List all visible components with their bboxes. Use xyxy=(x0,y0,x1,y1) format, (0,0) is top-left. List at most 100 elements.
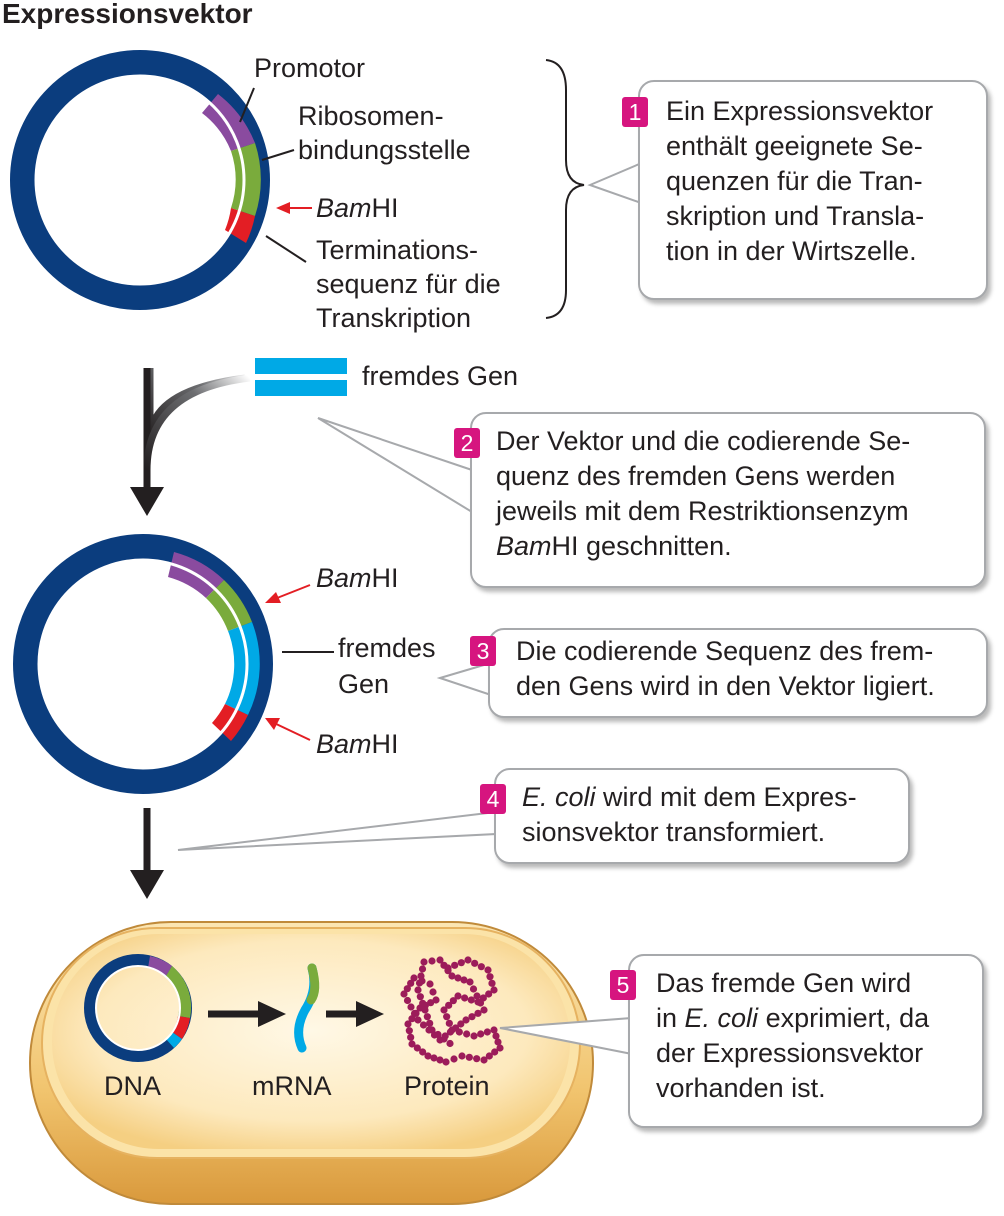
protein-bead xyxy=(465,1053,473,1061)
label-promotor: Promotor xyxy=(254,53,366,83)
label-rbs-line1: Ribosomen- xyxy=(298,101,444,131)
protein-bead xyxy=(410,1009,419,1018)
plasmid-1 xyxy=(10,50,270,310)
foreign-gene-bar-top xyxy=(255,358,347,374)
protein-bead xyxy=(483,1028,491,1036)
label-bamhi-3: BamHI xyxy=(316,729,399,759)
protein-bead xyxy=(407,1033,415,1041)
protein-bead xyxy=(408,1040,416,1048)
protein-bead xyxy=(450,1055,458,1063)
protein-bead xyxy=(434,1030,442,1039)
protein-bead xyxy=(463,1030,471,1038)
protein-bead xyxy=(454,992,462,1000)
protein-bead xyxy=(449,997,457,1005)
protein-bead xyxy=(446,1028,454,1036)
plasmid-small xyxy=(84,954,192,1062)
protein-bead xyxy=(414,1016,422,1024)
page-title: Expressionsvektor xyxy=(2,0,253,29)
protein-bead xyxy=(413,1044,421,1052)
protein-bead xyxy=(496,1044,504,1052)
protein-bead xyxy=(452,1024,460,1032)
protein-bead xyxy=(440,1035,448,1043)
protein-bead xyxy=(484,966,492,974)
protein-bead xyxy=(490,1026,498,1034)
step-3-text: Die codierende Sequenz des frem- den Gen… xyxy=(516,636,935,701)
protein-bead xyxy=(403,996,412,1005)
step-4-text: E. coli wird mit dem Expres- sionsvektor… xyxy=(522,782,857,847)
step-1-badge: 1 xyxy=(622,97,648,127)
protein-bead xyxy=(466,978,474,986)
protein-bead xyxy=(416,993,424,1001)
plasmid-2 xyxy=(13,534,273,794)
protein-bead xyxy=(418,965,427,973)
protein-bead xyxy=(404,1020,412,1028)
protein-bead xyxy=(490,986,498,994)
protein-bead xyxy=(477,1030,485,1038)
protein-bead xyxy=(492,1032,500,1040)
step-4-badge: 4 xyxy=(480,784,506,814)
protein-bead xyxy=(467,996,475,1004)
label-bamhi-1: BamHI xyxy=(316,193,399,223)
protein-bead xyxy=(461,994,469,1002)
protein-bead xyxy=(440,1006,448,1014)
protein-bead xyxy=(407,1003,415,1011)
protein-bead xyxy=(480,1056,488,1064)
protein-bead xyxy=(491,1048,499,1056)
protein-bead xyxy=(457,1020,465,1028)
step-1-text: Ein Expressionsvektor enthält geeignete … xyxy=(666,96,934,266)
protein-bead xyxy=(485,990,493,998)
protein-bead xyxy=(458,1052,466,1060)
label-term-line2: sequenz für die xyxy=(316,269,501,299)
protein-bead xyxy=(410,974,418,982)
protein-bead xyxy=(442,1058,450,1066)
protein-bead xyxy=(464,956,472,964)
foreign-gene-bar-bottom xyxy=(255,380,347,396)
protein-bead xyxy=(424,1052,432,1060)
step-1-callout xyxy=(638,80,988,300)
protein-bead xyxy=(420,958,428,966)
protein-bead xyxy=(419,999,427,1007)
protein-bead xyxy=(400,990,408,998)
protein-bead xyxy=(428,1026,436,1034)
protein-bead xyxy=(488,979,496,987)
protein-bead xyxy=(405,1027,413,1035)
protein-bead xyxy=(444,967,452,975)
protein-bead xyxy=(407,979,415,987)
protein-bead xyxy=(403,985,411,993)
step-3-callout xyxy=(488,628,988,718)
protein-bead xyxy=(436,956,444,964)
step-5-badge: 5 xyxy=(610,970,636,1000)
protein-bead xyxy=(428,957,436,965)
protein-bead xyxy=(440,961,448,969)
label-rbs-line2: bindungsstelle xyxy=(298,135,471,165)
protein-bead xyxy=(460,976,468,984)
label-mrna: mRNA xyxy=(252,1071,332,1101)
protein-bead xyxy=(445,1019,453,1027)
protein-bead xyxy=(462,1016,470,1024)
protein-bead xyxy=(419,1021,428,1029)
protein-bead xyxy=(494,1038,502,1046)
label-fremdes-gen: fremdes Gen xyxy=(362,361,519,391)
protein-chain xyxy=(400,956,504,1066)
protein-bead xyxy=(417,972,425,980)
protein-bead xyxy=(454,974,462,982)
protein-bead xyxy=(436,1056,444,1064)
label-dna: DNA xyxy=(104,1071,162,1101)
label-protein: Protein xyxy=(404,1071,490,1101)
protein-bead xyxy=(486,973,494,981)
protein-bead xyxy=(457,959,465,967)
protein-bead xyxy=(446,1039,454,1048)
step-3-badge: 3 xyxy=(470,636,496,666)
protein-bead xyxy=(430,1054,438,1062)
protein-bead xyxy=(426,1019,434,1027)
protein-bead xyxy=(426,980,434,988)
step-5-callout xyxy=(628,954,984,1128)
protein-bead xyxy=(480,1006,488,1014)
protein-bead xyxy=(448,972,456,980)
label-fremdes: fremdes xyxy=(338,633,436,663)
protein-bead xyxy=(421,1006,429,1014)
protein-bead xyxy=(473,1055,481,1063)
protein-bead xyxy=(443,1013,451,1021)
protein-bead xyxy=(477,963,485,971)
protein-bead xyxy=(451,961,459,969)
